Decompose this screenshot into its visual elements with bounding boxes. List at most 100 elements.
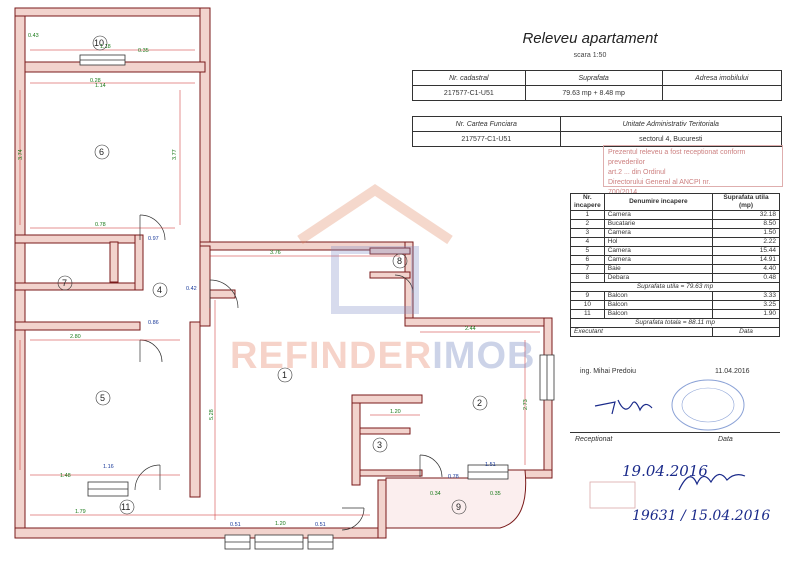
row-area: 14.91 — [712, 255, 780, 265]
room-label-9: 9 — [456, 502, 462, 512]
stamp-line: Prezentul releveu a fost receptionat con… — [608, 149, 746, 166]
executant-signature — [594, 399, 653, 415]
rooms-table: Nr. incapere Denumire incapere Suprafata… — [570, 193, 780, 337]
svg-text:0.35: 0.35 — [490, 491, 501, 497]
row-nr: 11 — [570, 309, 605, 319]
carte-funciara-table: Nr. Cartea Funciara Unitate Administrati… — [412, 116, 783, 147]
row-name: Balcon — [603, 291, 714, 301]
room-9-marker — [451, 499, 467, 515]
room-label-11: 11 — [121, 502, 131, 512]
room-4-marker — [152, 282, 168, 298]
page-title: Releveu apartament — [522, 30, 658, 47]
useful-area-sum: Suprafata utila = 79.63 mp — [570, 282, 780, 292]
reception-stamp: Prezentul releveu a fost receptionat con… — [603, 145, 783, 196]
row-name: Baie — [603, 264, 714, 274]
reception-stamp-small — [589, 481, 636, 509]
room-label-7: 7 — [62, 278, 68, 288]
svg-text:5.28: 5.28 — [209, 409, 215, 420]
uat-header: Unitate Administrativ Teritoriala — [559, 116, 783, 132]
svg-text:2.80: 2.80 — [70, 334, 81, 340]
address-value — [661, 85, 783, 101]
room-8-marker — [392, 253, 408, 269]
svg-text:3.76: 3.76 — [270, 250, 281, 256]
row-name: Camera — [603, 255, 714, 265]
svg-text:1.18: 1.18 — [100, 44, 111, 50]
scale-label: scara 1:50 — [573, 52, 607, 59]
watermark-text: REFINDERIMOB — [230, 335, 535, 378]
uat-value: sectorul 4, Bucuresti — [559, 131, 783, 147]
row-area: 3.33 — [712, 291, 780, 301]
sum-row: Suprafata totala = 88.11 mp — [570, 318, 780, 328]
room-10-marker — [92, 35, 108, 51]
svg-text:0.78: 0.78 — [95, 222, 106, 228]
cadastral-header: Nr. cadastral — [412, 70, 526, 86]
svg-text:1.16: 1.16 — [103, 464, 114, 470]
watermark-house-icon — [297, 183, 453, 314]
row-name: Debara — [603, 273, 714, 283]
executant-date: 11.04.2016 — [715, 368, 750, 375]
svg-text:3.77: 3.77 — [172, 149, 178, 160]
room-label-5: 5 — [100, 393, 106, 403]
room-7-marker — [57, 275, 73, 291]
row-name: Balcon — [603, 309, 714, 319]
row-name: Camera — [603, 246, 714, 256]
col-name: Denumire incapere — [603, 193, 714, 211]
reception-divider — [570, 432, 780, 433]
executant-name: ing. Mihai Predoiu — [580, 368, 637, 375]
row-name: Balcon — [603, 300, 714, 310]
svg-text:0.97: 0.97 — [148, 236, 159, 242]
watermark-part2: IMOB — [432, 335, 536, 377]
row-nr: 6 — [570, 255, 605, 265]
sum-row: Suprafata utila = 79.63 mp — [570, 282, 780, 292]
svg-text:0.34: 0.34 — [430, 491, 441, 497]
dimension-labels: 1.180.28 0.783.74 3.77 2.801.48 3.762.44… — [18, 33, 529, 527]
windows — [79, 54, 555, 550]
reception-signature — [678, 473, 746, 491]
row-nr: 4 — [570, 237, 605, 247]
col-nr: Nr. incapere — [570, 193, 605, 211]
svg-text:0.28: 0.28 — [90, 78, 101, 84]
room-label-2: 2 — [477, 398, 483, 408]
receptionat-label: Receptionat — [575, 436, 613, 443]
row-nr: 1 — [570, 210, 605, 220]
room-6-marker — [94, 144, 110, 160]
date-label: Data — [712, 327, 780, 337]
svg-text:1.79: 1.79 — [75, 509, 86, 515]
row-area: 15.44 — [712, 246, 780, 256]
row-area: 4.40 — [712, 264, 780, 274]
room-numbers — [57, 35, 488, 515]
row-area: 32.18 — [712, 210, 780, 220]
svg-text:1.51: 1.51 — [485, 462, 496, 468]
col-area: Suprafata utila (mp) — [712, 193, 780, 211]
svg-text:1.20: 1.20 — [390, 409, 401, 415]
room-5-marker — [95, 390, 111, 406]
stamp-line: 700/2014 — [608, 189, 638, 196]
svg-text:1.48: 1.48 — [60, 473, 71, 479]
row-area: 0.48 — [712, 273, 780, 283]
stamp-line: Directorului General al ANCPI nr. — [608, 179, 711, 186]
row-name: Camera — [603, 228, 714, 238]
svg-text:0.51: 0.51 — [315, 522, 326, 528]
room-1-marker — [277, 367, 293, 383]
room-3-marker — [372, 437, 388, 453]
svg-text:0.35: 0.35 — [138, 48, 149, 54]
executant-label: Executant — [570, 327, 713, 337]
row-area: 1.90 — [712, 309, 780, 319]
room-label-4: 4 — [157, 285, 163, 295]
svg-text:2.73: 2.73 — [523, 399, 529, 410]
svg-text:0.78: 0.78 — [448, 474, 459, 480]
watermark-part1: REFINDER — [230, 335, 433, 377]
dimension-lines — [19, 49, 540, 520]
svg-text:1.20: 1.20 — [275, 521, 286, 527]
cadastral-table: Nr. cadastral Suprafata Adresa imobilulu… — [412, 70, 783, 101]
room-label-1: 1 — [282, 370, 288, 380]
